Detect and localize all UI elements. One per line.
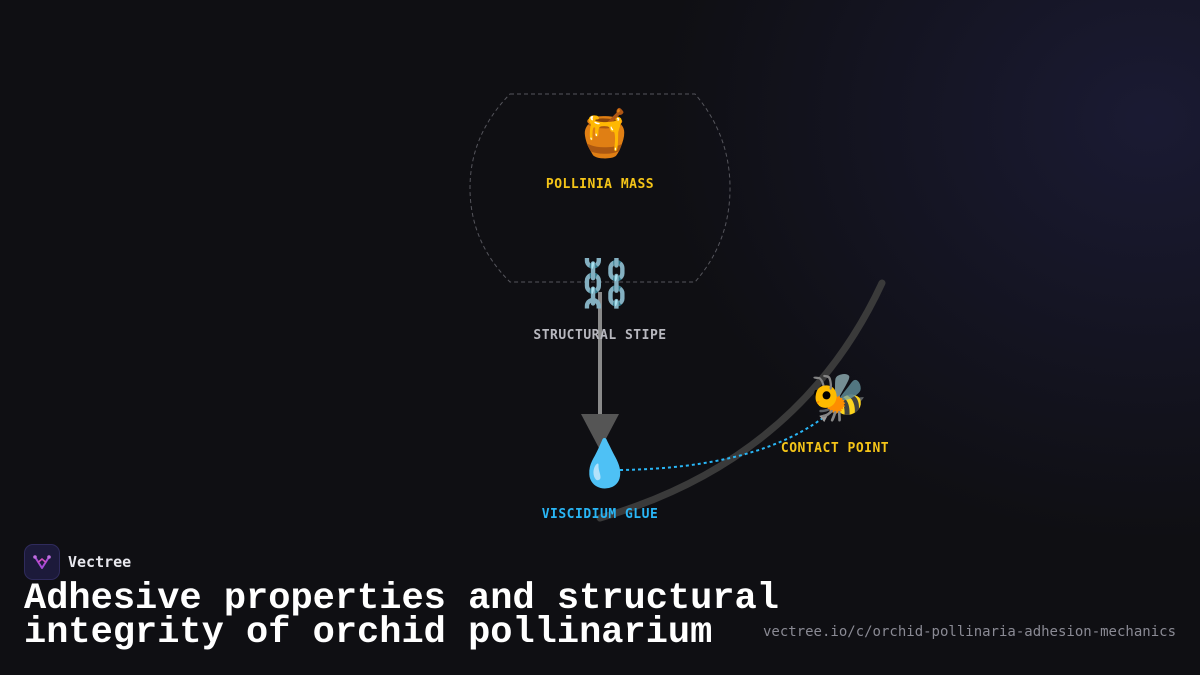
page-title: Adhesive properties and structural integ…	[24, 578, 779, 654]
source-url[interactable]: vectree.io/c/orchid-pollinaria-adhesion-…	[762, 624, 1176, 640]
bee-icon: 🐝	[810, 370, 868, 424]
brand: Vectree	[24, 544, 131, 580]
pollinia-mass-label: POLLINIA MASS	[545, 177, 655, 192]
chain-icon: ⛓️	[576, 256, 634, 310]
pollinia-boundary	[469, 93, 731, 283]
sweep-curve	[596, 279, 886, 522]
honey-pot-icon: 🍯	[576, 106, 634, 160]
droplet-icon: 💧	[576, 436, 634, 490]
structural-stipe-label: STRUCTURAL STIPE	[533, 328, 667, 343]
stipe-arrowhead	[581, 414, 619, 450]
viscidium-glue-label: VISCIDIUM GLUE	[541, 507, 659, 522]
vectree-logo-icon	[24, 544, 60, 580]
brand-name: Vectree	[68, 553, 132, 571]
contact-point-label: CONTACT POINT	[780, 441, 890, 456]
